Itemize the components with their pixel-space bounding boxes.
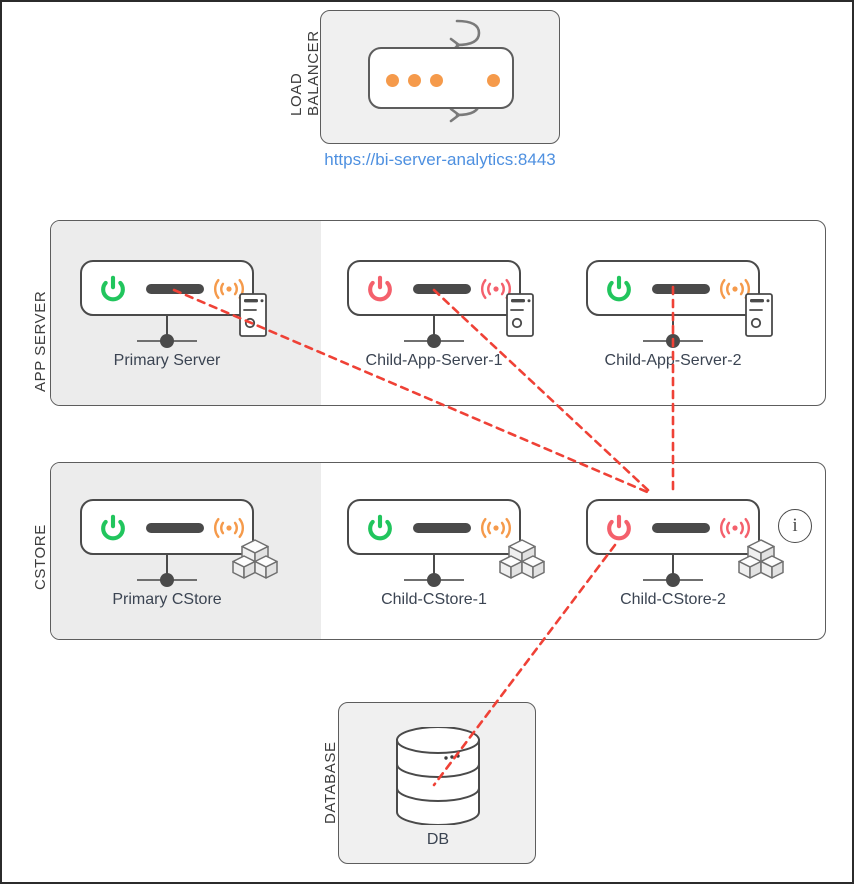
node-status-bar — [652, 523, 710, 533]
node-status-bar — [413, 523, 471, 533]
load-balancer-panel — [320, 10, 560, 144]
node-connector-dot — [160, 573, 174, 587]
node-label: Primary CStore — [112, 591, 222, 608]
load-balancer-url[interactable]: https://bi-server-analytics:8443 — [324, 150, 556, 169]
node-stem — [672, 555, 674, 580]
power-icon — [368, 514, 392, 541]
node-child-cstore-2[interactable]: i Child-CStore-2 — [586, 499, 812, 624]
node-child-cstore-2-box[interactable] — [586, 499, 760, 555]
cube-stack-icon — [232, 539, 278, 579]
signal-icon — [720, 517, 750, 539]
node-connector-dot — [427, 334, 441, 348]
section-label-cstore: CSTORE — [32, 524, 49, 590]
node-status-bar — [413, 284, 471, 294]
node-child-app-server-1[interactable]: Child-App-Server-1 — [347, 260, 553, 385]
node-status-bar — [146, 284, 204, 294]
node-status-bar — [652, 284, 710, 294]
signal-icon — [214, 517, 244, 539]
section-label-database: DATABASE — [322, 741, 339, 824]
node-child-app-server-2-box[interactable] — [586, 260, 760, 316]
node-label: Child-CStore-2 — [620, 591, 726, 608]
power-icon — [368, 275, 392, 302]
node-primary-cstore-box[interactable] — [80, 499, 254, 555]
info-icon[interactable]: i — [778, 509, 812, 543]
lb-request-dot-4 — [487, 74, 500, 87]
node-primary-cstore[interactable]: Primary CStore — [80, 499, 286, 624]
node-primary-server-box[interactable] — [80, 260, 254, 316]
node-child-cstore-1[interactable]: Child-CStore-1 — [347, 499, 553, 624]
node-stem — [166, 555, 168, 580]
database-panel: DB — [338, 702, 536, 864]
node-child-cstore-1-box[interactable] — [347, 499, 521, 555]
server-tower-icon — [745, 293, 773, 337]
power-icon — [607, 514, 631, 541]
node-label: Primary Server — [113, 352, 221, 369]
section-label-app-server: APP SERVER — [32, 290, 49, 392]
cube-stack-icon — [738, 539, 784, 579]
lb-request-dot-1 — [386, 74, 399, 87]
node-label: Child-CStore-1 — [381, 591, 487, 608]
server-tower-icon — [239, 293, 267, 337]
database-cylinder-icon — [396, 727, 480, 825]
server-tower-icon — [506, 293, 534, 337]
database-label: DB — [426, 831, 450, 848]
lb-request-dot-3 — [430, 74, 443, 87]
node-connector-dot — [160, 334, 174, 348]
cube-stack-icon — [499, 539, 545, 579]
node-child-app-server-1-box[interactable] — [347, 260, 521, 316]
signal-icon — [481, 517, 511, 539]
node-status-bar — [146, 523, 204, 533]
section-label-load-balancer-line1: LOAD — [288, 72, 305, 116]
power-icon — [101, 514, 125, 541]
node-stem — [166, 316, 168, 341]
node-label: Child-App-Server-2 — [604, 352, 742, 369]
section-label-load-balancer: LOAD BALANCER — [288, 30, 322, 116]
load-balancer-inner-box — [368, 47, 514, 109]
node-child-app-server-2[interactable]: Child-App-Server-2 — [586, 260, 792, 385]
node-primary-server[interactable]: Primary Server — [80, 260, 286, 385]
lb-request-dot-2 — [408, 74, 421, 87]
node-connector-dot — [666, 573, 680, 587]
node-label: Child-App-Server-1 — [365, 352, 503, 369]
node-connector-dot — [427, 573, 441, 587]
power-icon — [101, 275, 125, 302]
node-connector-dot — [666, 334, 680, 348]
power-icon — [607, 275, 631, 302]
